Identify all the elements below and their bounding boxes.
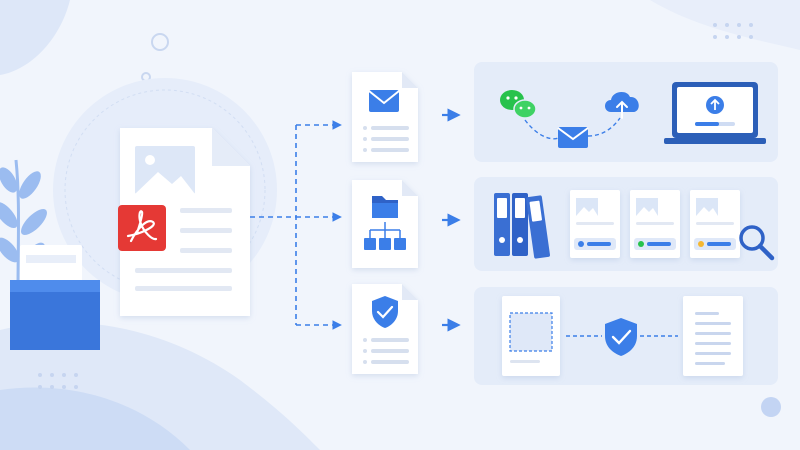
share-document-card xyxy=(352,72,418,162)
pdf-text-lines xyxy=(135,208,232,291)
cloud-upload-icon xyxy=(605,91,639,119)
secure-document-card xyxy=(352,284,418,374)
scanned-document-icon xyxy=(502,296,560,376)
organize-document-card xyxy=(352,180,418,268)
document-card-icon xyxy=(630,190,680,258)
file-tray-icon xyxy=(10,245,100,350)
laptop-upload-icon xyxy=(664,82,766,144)
folder-tree-icon xyxy=(364,196,406,250)
status-dot xyxy=(578,241,584,247)
document-card-icon xyxy=(570,190,620,258)
share-dashed-path xyxy=(524,117,621,140)
document-card-group xyxy=(570,190,740,258)
branch-connectors xyxy=(250,120,342,330)
envelope-icon xyxy=(557,127,589,148)
binder-icon xyxy=(526,195,550,259)
shield-check-icon xyxy=(372,296,398,328)
status-dot xyxy=(638,241,644,247)
magnifier-icon xyxy=(739,225,775,261)
wechat-icon xyxy=(500,90,537,119)
adobe-acrobat-icon xyxy=(118,205,166,251)
binder-icon xyxy=(494,193,510,256)
binder-icon xyxy=(512,193,528,256)
secure-panel xyxy=(474,287,778,385)
panel-arrows xyxy=(442,108,461,332)
image-thumbnail-icon xyxy=(135,146,195,194)
text-document-icon xyxy=(683,296,743,376)
status-dot xyxy=(698,241,704,247)
shield-check-icon xyxy=(605,318,637,356)
envelope-icon xyxy=(368,90,400,112)
organize-panel xyxy=(474,177,778,271)
document-card-icon xyxy=(690,190,740,258)
share-panel xyxy=(474,62,778,162)
